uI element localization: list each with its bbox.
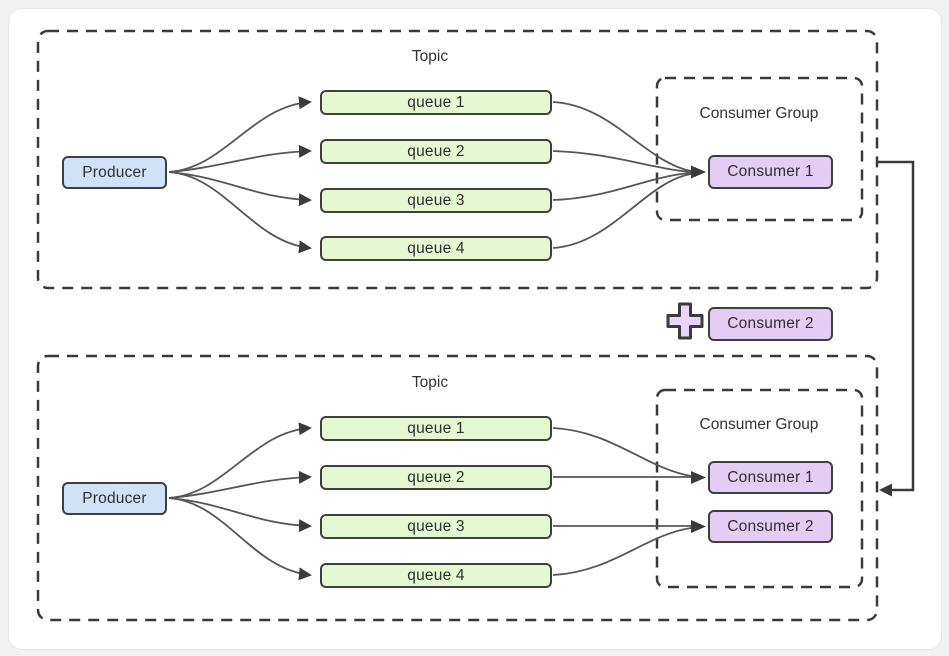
top-producer-box: Producer — [62, 156, 167, 189]
bottom-consumer-group-boundary — [655, 388, 864, 589]
added-consumer-2-box: Consumer 2 — [708, 307, 833, 341]
bottom-consumer-2-box: Consumer 2 — [708, 510, 833, 543]
bottom-producer-box: Producer — [62, 482, 167, 515]
top-consumer-group-boundary — [655, 76, 864, 222]
top-topic-label: Topic — [411, 48, 449, 65]
top-consumer-group-label: Consumer Group — [699, 105, 819, 122]
top-topic-boundary — [36, 29, 879, 290]
top-consumer-1-box: Consumer 1 — [708, 155, 833, 189]
bottom-consumer-group-label: Consumer Group — [699, 416, 819, 433]
bottom-topic-label: Topic — [411, 374, 449, 391]
top-producer-to-queue-arrows — [168, 96, 312, 254]
top-queue-3-box: queue 3 — [320, 188, 552, 213]
bottom-queue-3-box: queue 3 — [320, 514, 552, 539]
top-queue-2-box: queue 2 — [320, 139, 552, 164]
bottom-queue-4-box: queue 4 — [320, 563, 552, 588]
top-queue-to-consumer-arrows — [552, 101, 706, 249]
plus-icon — [666, 302, 704, 340]
top-queue-1-box: queue 1 — [320, 90, 552, 115]
bottom-topic-boundary — [36, 354, 879, 622]
bottom-consumer-1-box: Consumer 1 — [708, 461, 833, 494]
top-queue-4-box: queue 4 — [320, 236, 552, 261]
bottom-queue-2-box: queue 2 — [320, 465, 552, 490]
bottom-queue-to-consumer-arrows — [552, 427, 706, 576]
rebalance-connector-arrow — [877, 160, 915, 497]
bottom-producer-to-queue-arrows — [168, 422, 312, 581]
bottom-queue-1-box: queue 1 — [320, 416, 552, 441]
